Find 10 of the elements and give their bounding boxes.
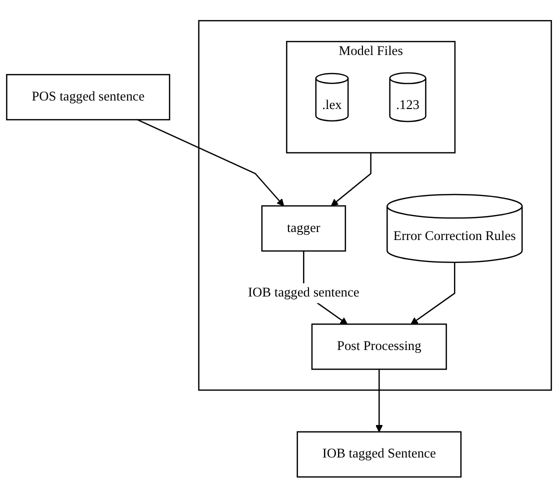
node-box: IOB tagged Sentence <box>296 430 462 478</box>
cluster <box>198 20 552 390</box>
arrow <box>137 118 284 206</box>
arrow <box>410 262 456 324</box>
arrow <box>330 152 372 206</box>
edge-label: IOB tagged sentence <box>248 285 360 300</box>
node-box: Post Processing <box>311 323 447 370</box>
arrow <box>375 368 383 432</box>
node-box: POS tagged sentence <box>6 74 170 120</box>
node-box: tagger <box>261 204 346 252</box>
